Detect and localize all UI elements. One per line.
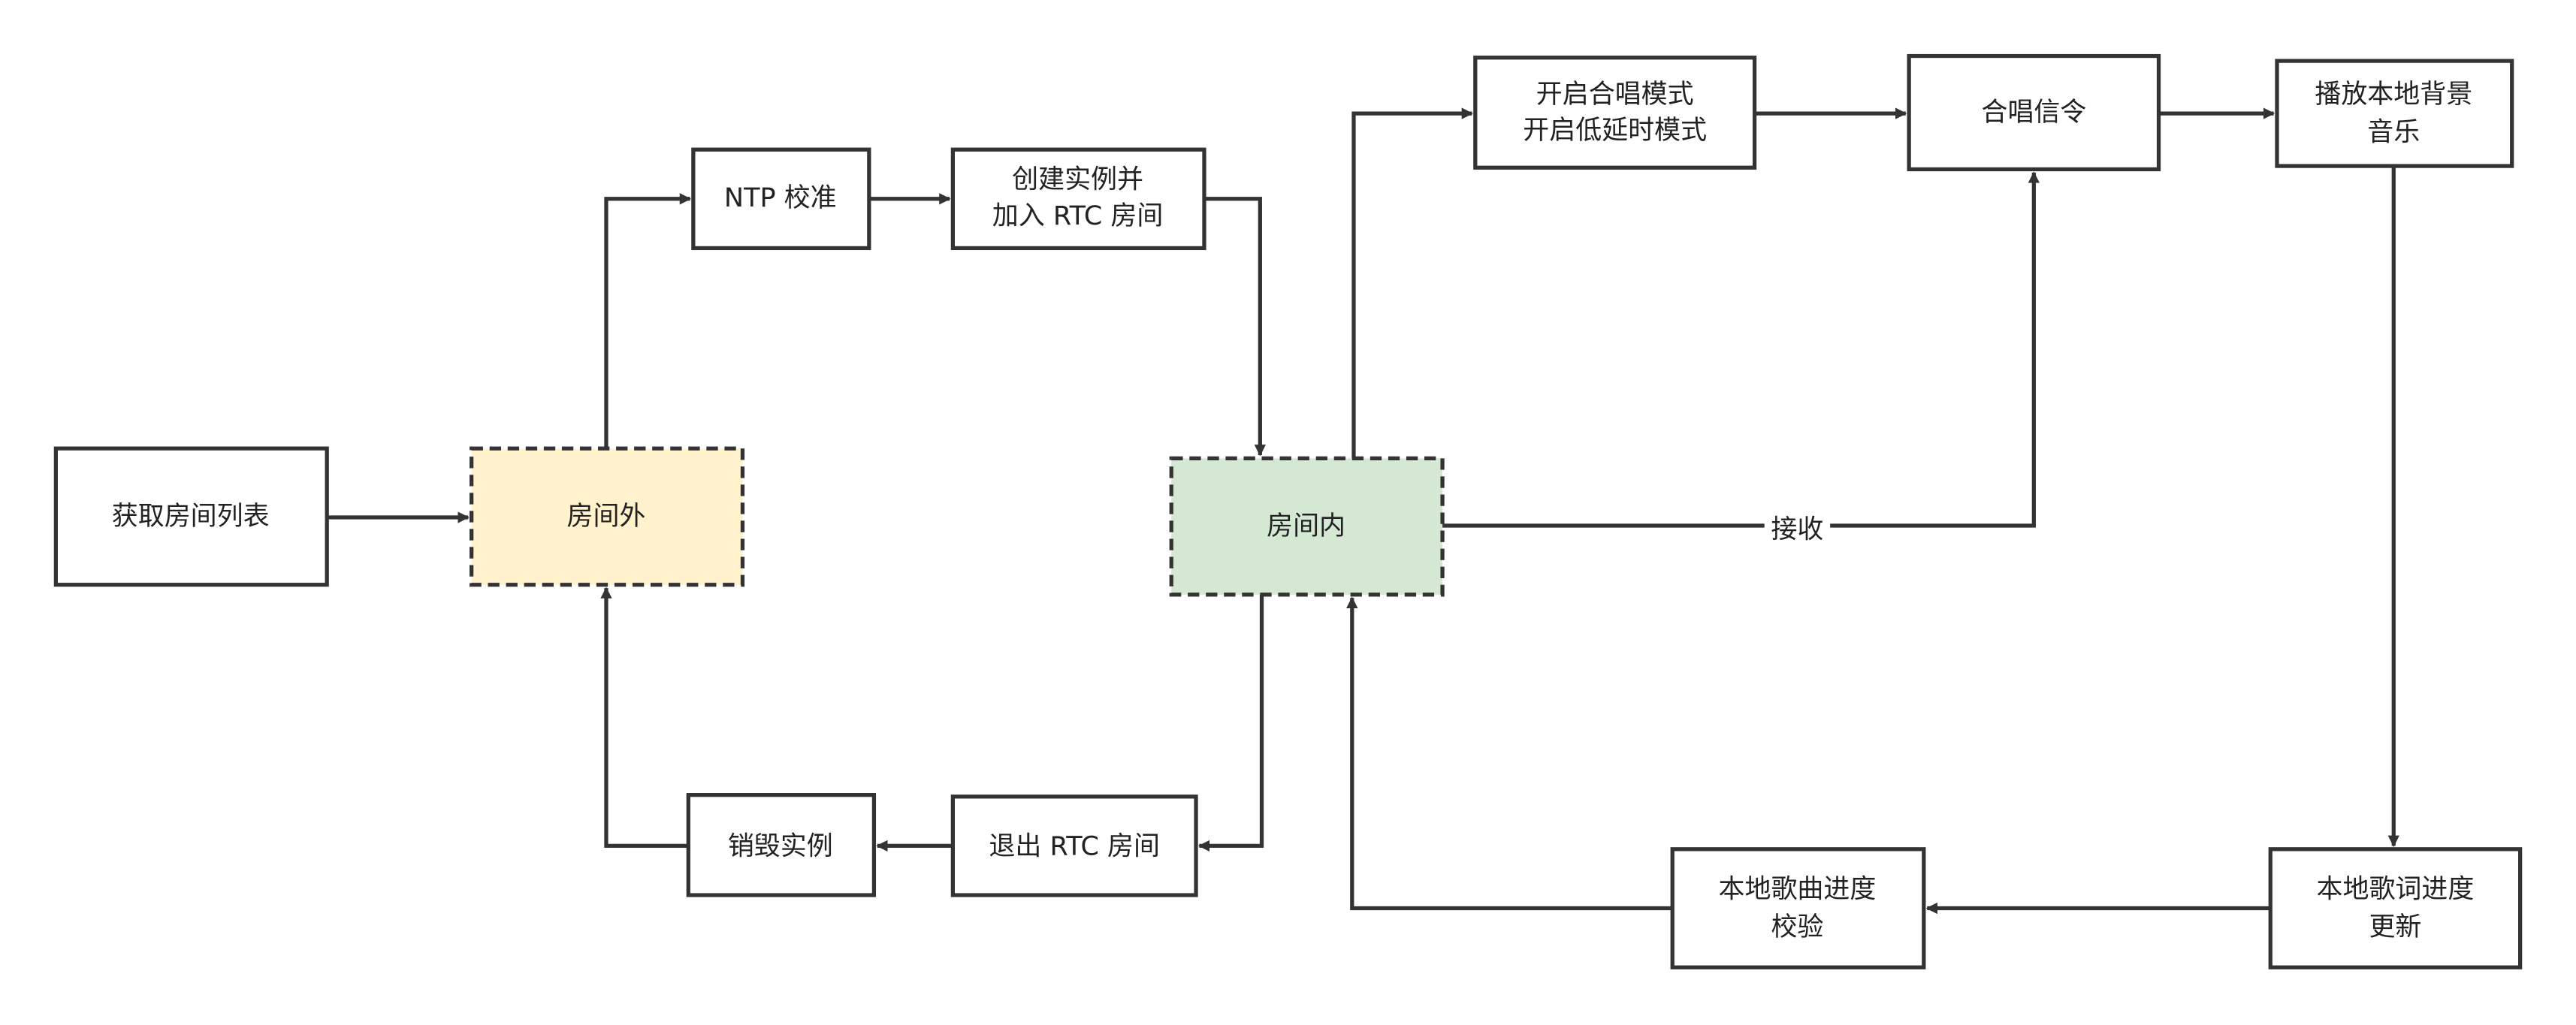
node-inside-room[interactable]: 房间内 [1169, 456, 1445, 597]
node-label: 更新 [2369, 912, 2421, 942]
edge-destroy-to-outside [600, 586, 689, 849]
edge-song-to-inside [1346, 596, 1673, 911]
edge-inside-to-leave [1197, 594, 1264, 852]
node-enable-modes[interactable]: 开启合唱模式 开启低延时模式 [1473, 56, 1757, 170]
node-label: 销毁实例 [728, 832, 833, 862]
node-label: 创建实例并 [1012, 165, 1143, 195]
node-leave-room[interactable]: 退出 RTC 房间 [950, 794, 1198, 897]
edge-outside-to-ntp [604, 193, 692, 449]
node-play-bgm[interactable]: 播放本地背景 音乐 [2275, 59, 2514, 168]
node-lyrics-update[interactable]: 本地歌词进度 更新 [2268, 847, 2523, 969]
node-label: NTP 校准 [724, 183, 837, 213]
node-destroy-instance[interactable]: 销毁实例 [686, 793, 877, 897]
edge-label-receive: 接收 [1771, 515, 1823, 545]
node-song-check[interactable]: 本地歌曲进度 校验 [1670, 847, 1926, 969]
node-get-room-list[interactable]: 获取房间列表 [53, 446, 329, 587]
node-ntp-calibrate[interactable]: NTP 校准 [691, 147, 871, 251]
node-label: 合唱信令 [1981, 98, 2086, 128]
edge-create-to-inside [1203, 197, 1266, 457]
node-label: 校验 [1771, 912, 1823, 942]
edges: 接收 [327, 107, 2399, 915]
node-chorus-signal[interactable]: 合唱信令 [1907, 53, 2161, 172]
node-label: 音乐 [2367, 117, 2420, 147]
node-create-and-join[interactable]: 创建实例并 加入 RTC 房间 [950, 147, 1206, 251]
node-label: 房间内 [1267, 511, 1345, 541]
node-label: 本地歌曲进度 [1719, 874, 1877, 904]
node-label: 播放本地背景 [2315, 80, 2472, 110]
node-label: 获取房间列表 [112, 502, 270, 532]
edge-inside-to-signal [1442, 171, 2040, 528]
node-label: 房间外 [566, 502, 645, 532]
node-outside-room[interactable]: 房间外 [470, 446, 745, 587]
node-label: 开启合唱模式 [1536, 80, 1694, 110]
edge-inside-to-modes [1351, 107, 1473, 459]
node-label: 退出 RTC 房间 [989, 832, 1160, 862]
node-label: 加入 RTC 房间 [992, 201, 1164, 231]
node-label: 开启低延时模式 [1523, 116, 1707, 146]
node-label: 本地歌词进度 [2317, 874, 2475, 904]
